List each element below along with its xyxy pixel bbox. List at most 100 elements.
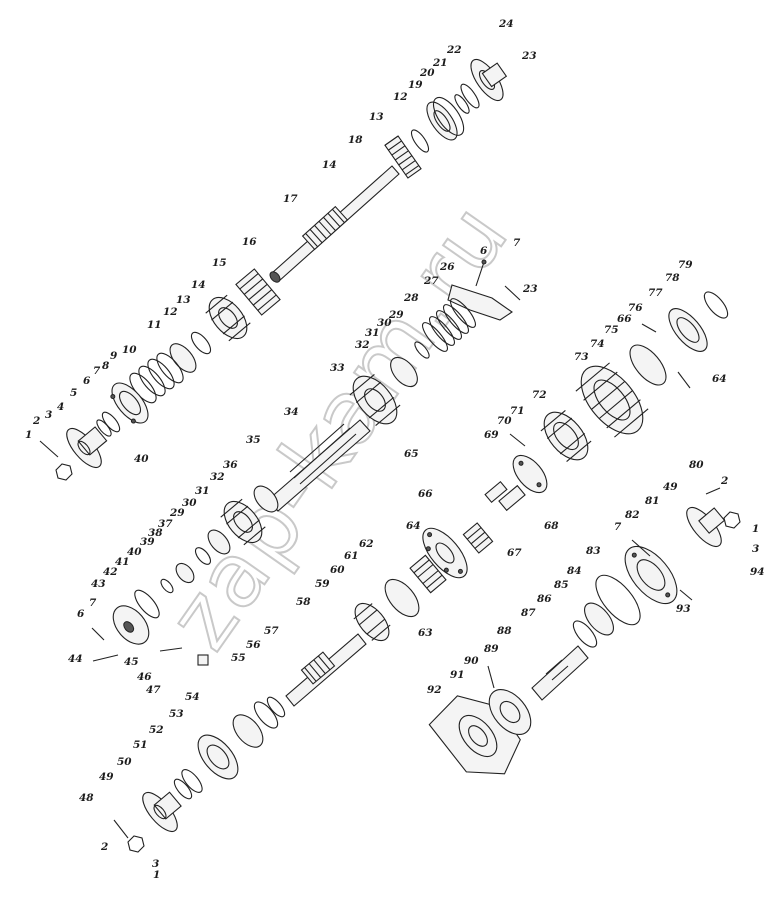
part-bearing-12 [426,96,465,141]
part-label-3: 3 [45,409,52,421]
part-label-51: 51 [133,739,148,751]
part-label-23: 23 [522,283,538,295]
part-screw-45 [159,647,183,652]
part-flange-4 [66,426,108,469]
part-label-60: 60 [330,564,345,576]
part-label-72: 72 [532,389,547,401]
part-label-45: 45 [124,656,139,668]
part-nut-47 [197,654,209,666]
part-cotter-2c [705,487,721,495]
part-ring-20 [454,94,470,114]
part-ring-14 [190,331,212,355]
part-label-16: 16 [242,236,257,248]
part-label-5: 5 [70,387,77,399]
part-nut-1c [723,511,741,529]
part-seal-7 [96,419,112,437]
part-label-81: 81 [645,495,660,507]
part-bearing-55 [232,714,264,748]
part-bolt-64 [677,371,691,389]
part-label-42: 42 [103,566,118,578]
part-label-11: 11 [147,319,162,331]
part-ring-21 [460,83,480,109]
part-label-6: 6 [77,608,85,620]
part-housing-81 [624,545,678,605]
part-label-36: 36 [223,459,238,471]
part-label-29: 29 [169,507,185,519]
part-label-43: 43 [91,578,106,590]
part-label-37: 37 [158,518,173,530]
part-label-20: 20 [419,67,435,79]
part-nut-1 [55,463,73,481]
part-label-87: 87 [521,607,536,619]
part-housing-53 [197,734,239,780]
part-label-93: 93 [676,603,691,615]
part-ring-87 [572,620,598,648]
part-ring-39 [160,578,174,594]
part-hub-65 [422,527,468,579]
part-label-22: 22 [446,44,462,56]
part-label-19: 19 [408,79,423,91]
part-label-40: 40 [134,453,149,465]
part-label-90: 90 [464,655,479,667]
part-label-50: 50 [117,756,132,768]
part-label-59: 59 [315,578,330,590]
part-gear-59 [353,602,391,642]
part-seal-50 [181,769,203,793]
part-label-49: 49 [99,771,114,783]
part-gear-18 [384,135,422,179]
part-label-82: 82 [625,509,640,521]
part-ring-56 [253,701,279,729]
part-bolt-44 [92,654,119,662]
part-label-1: 1 [153,869,160,881]
part-label-56: 56 [246,639,261,651]
part-ring-79 [703,291,729,319]
part-label-33: 33 [330,362,345,374]
part-gear-15 [205,294,251,342]
part-label-32: 32 [210,471,225,483]
part-ring-29 [414,341,430,359]
part-bolt-93 [679,589,693,601]
shaft-assembly-right-upper [484,291,729,512]
part-label-86: 86 [537,593,552,605]
part-bearing-32b [207,529,231,555]
part-label-12: 12 [163,306,178,318]
part-label-34: 34 [284,406,299,418]
part-bolt-82 [631,539,651,557]
part-nut-1b [127,835,145,853]
part-gear-73 [575,362,649,438]
part-label-52: 52 [149,724,164,736]
part-label-68: 68 [544,520,559,532]
part-label-63: 63 [418,627,433,639]
part-label-2: 2 [32,415,40,427]
part-label-92: 92 [427,684,442,696]
part-label-24: 24 [498,18,514,30]
part-label-12: 12 [393,91,408,103]
part-label-44: 44 [68,653,83,665]
part-label-35: 35 [246,434,261,446]
part-cover-78 [668,308,708,352]
part-flange-80 [686,506,726,548]
part-label-38: 38 [148,527,163,539]
part-gasket-83 [595,574,641,626]
part-pin-6 [91,627,105,641]
part-bearing-13 [169,343,197,373]
part-label-55: 55 [231,652,246,664]
part-label-66: 66 [418,488,433,500]
part-label-89: 89 [484,643,499,655]
shaft-assembly-lower [113,522,494,853]
part-label-1: 1 [25,429,32,441]
part-gear-63 [409,554,447,594]
part-label-15: 15 [212,257,227,269]
part-label-13: 13 [176,294,191,306]
part-spring-27 [422,298,476,352]
part-label-79: 79 [678,259,693,271]
part-label-83: 83 [586,545,601,557]
part-label-30: 30 [377,317,392,329]
part-label-49: 49 [663,481,678,493]
part-label-10: 10 [122,344,137,356]
part-label-26: 26 [439,261,455,273]
part-label-66: 66 [617,313,632,325]
part-label-32: 32 [355,339,370,351]
part-fork-26 [447,259,521,321]
part-label-88: 88 [497,625,512,637]
